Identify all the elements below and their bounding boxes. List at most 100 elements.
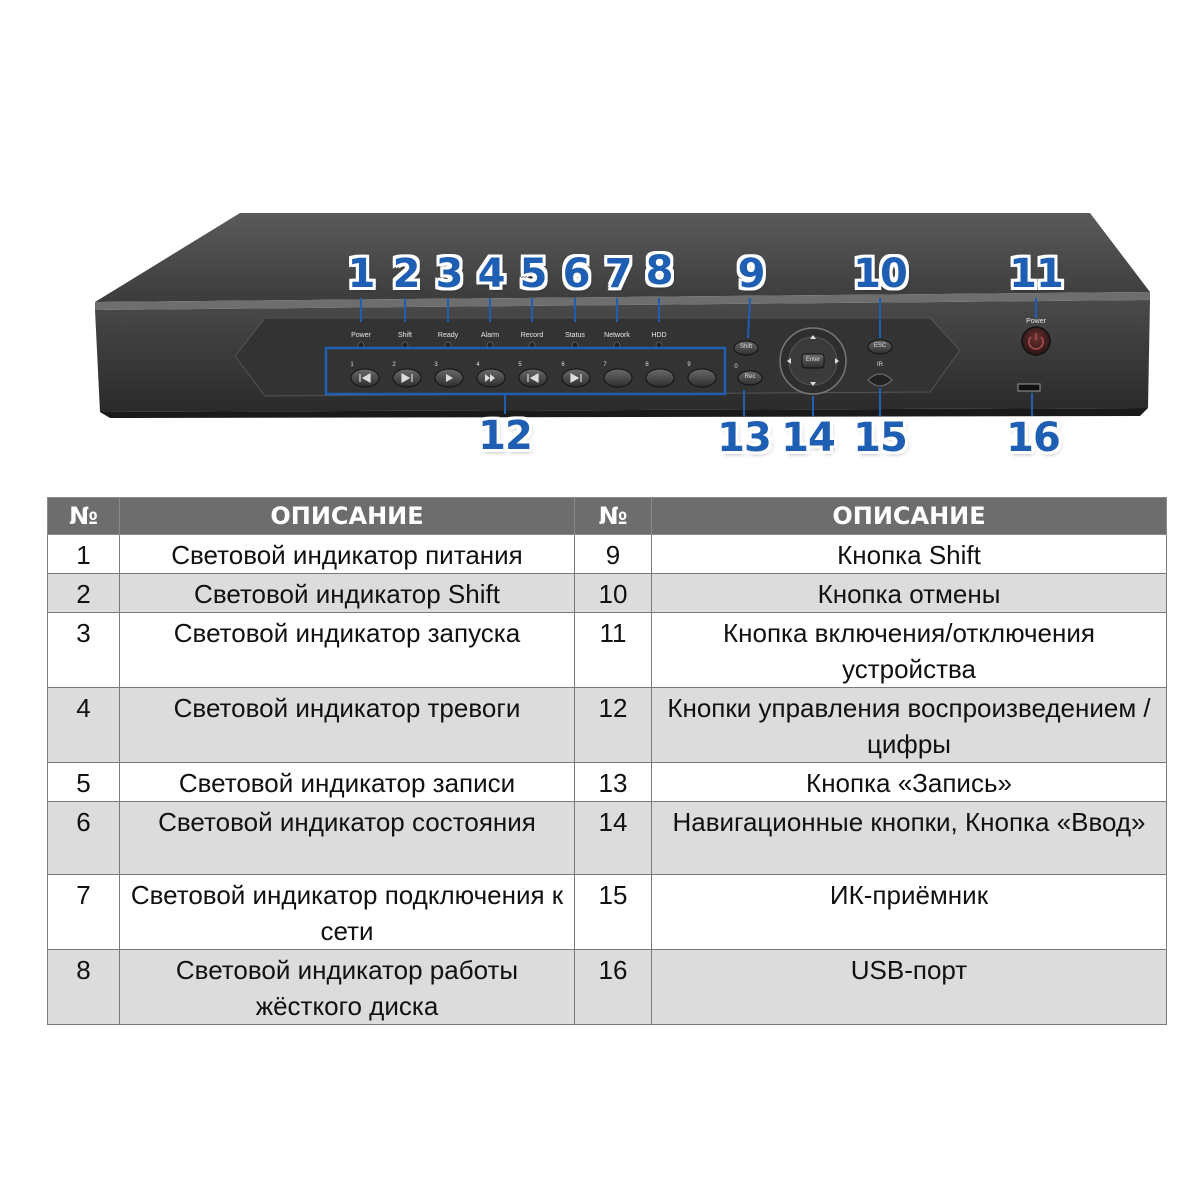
label-ready: Ready [437,332,459,339]
header-number-right: № [574,497,652,535]
row-number-right: 10 [574,573,652,613]
row-number-right: 16 [574,949,652,1025]
digit-1: 1 [350,362,354,368]
ir-label: IR [877,362,883,368]
button-8 [645,368,675,388]
row-description-right: Кнопка «Запись» [651,762,1167,802]
enter-button-label: Enter [805,357,821,363]
callout-9: 9 [737,251,766,297]
digit-4: 4 [476,362,480,368]
prev-icon [359,372,371,384]
ir-receiver-icon [867,373,893,387]
row-description-left: Световой индикатор запуска [119,612,575,688]
row-description-left: Световой индикатор подключения к сети [119,874,575,950]
callout-leaders [360,297,1037,416]
callout-10: 10 [853,251,908,297]
device-top-edge [95,292,1150,310]
callout-2: 2 [392,251,421,297]
row-number-right: 13 [574,762,652,802]
digit-6: 6 [561,362,565,368]
callout-14: 14 [781,415,836,461]
rec-button-label: Rec [744,374,756,380]
table-row: 6 Световой индикатор состояния 14 Навига… [47,801,1167,875]
digit-7: 7 [603,362,607,368]
row-number-right: 15 [574,874,652,950]
row-description-right: Кнопка включения/отключения устройства [651,612,1167,688]
callout-11: 11 [1009,251,1064,297]
esc-button [867,339,893,355]
label-power: Power [351,332,371,339]
callout-1: 1 [347,251,376,297]
button-9 [687,368,717,388]
play-icon [446,374,453,382]
digit-2: 2 [392,362,396,368]
row-number-right: 9 [574,534,652,574]
row-description-right: USB-порт [651,949,1167,1025]
header-number-left: № [47,497,120,535]
nav-down-icon [810,382,816,386]
front-panel-inset [234,317,961,397]
fast-forward-icon [485,374,495,382]
row-description-right: Кнопка Shift [651,534,1167,574]
navigation-pad [779,327,847,395]
row-description-right: Кнопка отмены [651,573,1167,613]
rec-button [737,370,763,386]
row-number-right: 14 [574,801,652,875]
row-number-left: 1 [47,534,120,574]
table-row: 4 Световой индикатор тревоги 12 Кнопки у… [47,687,1167,763]
row-number-left: 2 [47,573,120,613]
esc-button-label: ESC [873,343,887,349]
row-number-right: 11 [574,612,652,688]
playback-buttons-frame [324,346,727,396]
table-header-row: № ОПИСАНИЕ № ОПИСАНИЕ [47,497,1167,535]
callout-3: 3 [435,251,464,297]
header-description-right: ОПИСАНИЕ [651,497,1167,535]
label-alarm: Alarm [480,332,500,339]
callout-6: 6 [562,251,591,297]
row-description-left: Световой индикатор состояния [119,801,575,875]
label-network: Network [604,332,630,339]
table-row: 8 Световой индикатор работы жёсткого дис… [47,949,1167,1025]
digit-9: 9 [687,362,691,368]
callout-16: 16 [1006,415,1061,461]
label-record: Record [520,332,544,339]
shift-button [733,340,759,356]
nav-up-icon [810,335,816,339]
callout-7: 7 [604,251,633,297]
row-number-right: 12 [574,687,652,763]
playback-buttons [350,368,717,388]
slow-icon [527,372,539,384]
row-number-left: 5 [47,762,120,802]
power-icon [1028,333,1044,350]
digit-5: 5 [518,362,522,368]
row-description-left: Световой индикатор работы жёсткого диска [119,949,575,1025]
row-number-left: 4 [47,687,120,763]
row-number-left: 8 [47,949,120,1025]
row-description-left: Световой индикатор Shift [119,573,575,613]
legend-table: № ОПИСАНИЕ № ОПИСАНИЕ 1 Световой индикат… [47,497,1167,1025]
nav-left-icon [787,358,791,364]
label-status: Status [565,332,585,339]
row-number-left: 6 [47,801,120,875]
table-row: 7 Световой индикатор подключения к сети … [47,874,1167,950]
callout-12: 12 [478,413,533,459]
step-icon [570,372,582,384]
row-description-right: ИК-приёмник [651,874,1167,950]
callout-13: 13 [717,415,772,461]
nav-right-icon [835,358,839,364]
table-row: 5 Световой индикатор записи 13 Кнопка «З… [47,762,1167,802]
row-number-left: 3 [47,612,120,688]
header-description-left: ОПИСАНИЕ [119,497,575,535]
row-description-right: Кнопки управления воспроизведением / циф… [651,687,1167,763]
dvr-front-panel-drawing [95,213,1150,418]
label-shift: Shift [397,332,413,339]
digit-3: 3 [434,362,438,368]
row-description-left: Световой индикатор питания [119,534,575,574]
row-description-right: Навигационные кнопки, Кнопка «Ввод» [651,801,1167,875]
device-top-face [95,213,1150,302]
table-row: 2 Световой индикатор Shift 10 Кнопка отм… [47,573,1167,613]
dvr-device-illustration: Power Shift Ready Alarm Record Status Ne… [0,0,1200,480]
enter-button [801,353,825,369]
table-row: 1 Световой индикатор питания 9 Кнопка Sh… [47,534,1167,574]
callout-4: 4 [477,251,506,297]
